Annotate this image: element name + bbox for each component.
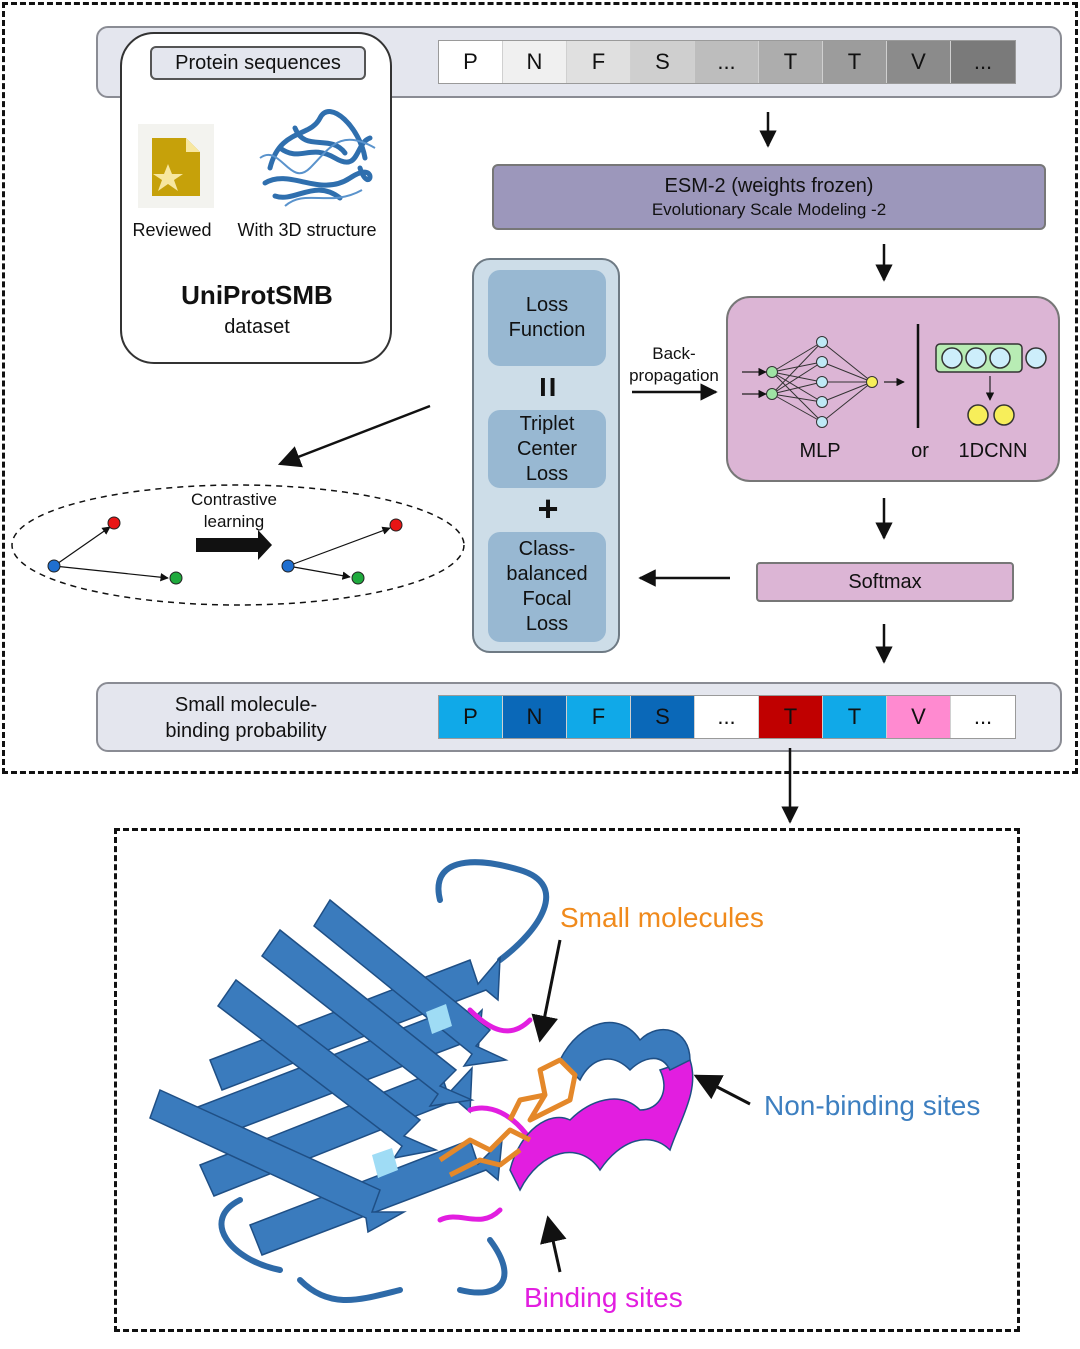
classifier-box	[726, 296, 1060, 482]
dataset-name: UniProtSMB	[181, 280, 333, 310]
output-residue-cell: N	[503, 696, 567, 738]
input-residue-cell: V	[887, 41, 951, 83]
input-residue-cell: T	[759, 41, 823, 83]
cnn-label: 1DCNN	[958, 440, 1028, 462]
output-residue-cell: ...	[951, 696, 1015, 738]
output-title-1: Small molecule-	[174, 694, 318, 716]
small-molecules-label: Small molecules	[560, 902, 764, 933]
flow-arrows	[277, 112, 893, 824]
plus-sign: +	[537, 488, 559, 529]
output-residue-cell: F	[567, 696, 631, 738]
dataset-subtitle: dataset	[224, 316, 290, 338]
input-residue-cell: S	[631, 41, 695, 83]
loss-function-box: Loss Function	[488, 270, 606, 366]
non-binding-sites-label: Non-binding sites	[764, 1090, 981, 1121]
esm2-box: ESM-2 (weights frozen) Evolutionary Scal…	[492, 164, 1046, 230]
loss-panel: Loss Function = Triplet Center Loss + Cl…	[472, 258, 620, 653]
contrastive-learning-diagram	[11, 484, 465, 606]
output-title-2: binding probability	[165, 720, 327, 742]
input-residue-cell: ...	[951, 41, 1015, 83]
cnn-icon	[935, 343, 1047, 426]
input-residue-cell: N	[503, 41, 567, 83]
focal-loss-box: Class-balanced Focal Loss	[488, 532, 606, 642]
mlp-network-icon	[742, 336, 905, 428]
structure-label: With 3D structure	[237, 220, 377, 240]
binding-sites-label: Binding sites	[524, 1282, 683, 1313]
triplet-center-loss-box: Triplet Center Loss	[488, 410, 606, 488]
softmax-box: Softmax	[756, 562, 1014, 602]
input-residue-cell: F	[567, 41, 631, 83]
output-probability-bar	[96, 682, 1062, 752]
output-residue-cell: T	[823, 696, 887, 738]
pipeline-frame	[2, 2, 1078, 774]
or-label: or	[911, 440, 929, 462]
input-residue-cell: ...	[695, 41, 759, 83]
contrastive-label-2: learning	[203, 512, 265, 531]
output-residue-cell: ...	[695, 696, 759, 738]
output-residue-cell: P	[439, 696, 503, 738]
output-residue-cell: S	[631, 696, 695, 738]
input-residue-cell: T	[823, 41, 887, 83]
mlp-label: MLP	[799, 440, 841, 462]
output-residue-cell: V	[887, 696, 951, 738]
esm2-subtitle: Evolutionary Scale Modeling -2	[651, 199, 887, 219]
protein-structure-illustration	[149, 859, 694, 1303]
structure-frame	[114, 828, 1020, 1332]
protein-sequences-label: Protein sequences	[150, 46, 366, 80]
reviewed-label: Reviewed	[132, 220, 212, 240]
reviewed-document-star-icon	[138, 124, 214, 208]
backprop-label-2: propagation	[629, 366, 719, 385]
contrastive-label-1: Contrastive	[191, 490, 277, 509]
output-residue-cell: T	[759, 696, 823, 738]
protein-3d-structure-icon	[250, 108, 380, 212]
esm2-title: ESM-2 (weights frozen)	[664, 174, 874, 197]
backprop-label-1: Back-	[652, 344, 696, 363]
input-residue-cell: P	[439, 41, 503, 83]
